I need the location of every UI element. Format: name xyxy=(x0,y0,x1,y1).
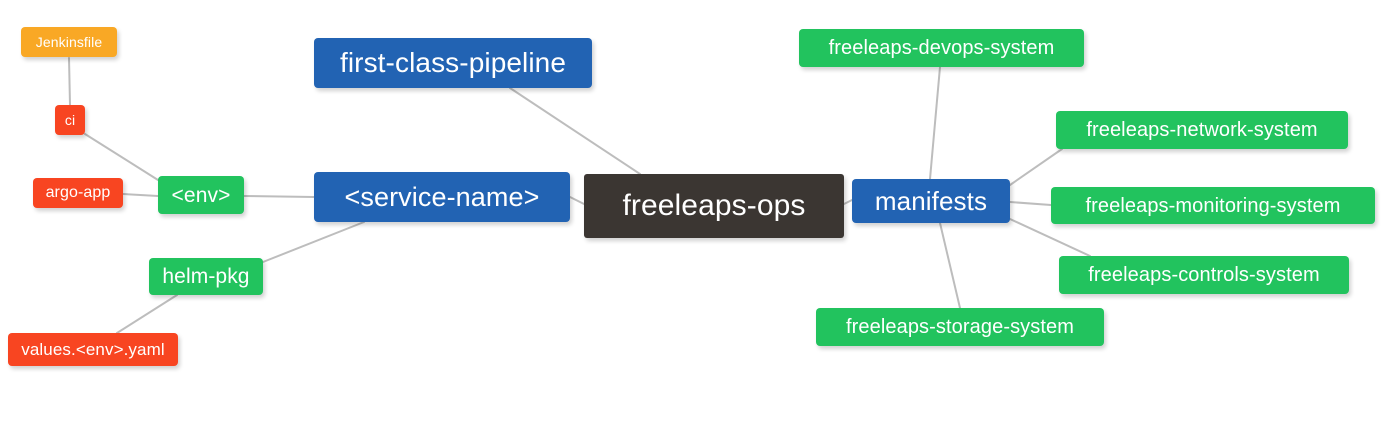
node-ci[interactable]: ci xyxy=(55,105,85,135)
edge-values-env-yaml-to-helm-pkg xyxy=(116,294,178,334)
edge-service-name-to-freeleaps-ops xyxy=(569,196,585,205)
edge-ci-to-env xyxy=(84,133,159,181)
node-freeleaps-monitoring-system[interactable]: freeleaps-monitoring-system xyxy=(1051,187,1375,224)
edge-env-to-service-name xyxy=(243,195,315,198)
node-env[interactable]: <env> xyxy=(158,176,244,214)
node-freeleaps-network-system[interactable]: freeleaps-network-system xyxy=(1056,111,1348,149)
node-freeleaps-ops[interactable]: freeleaps-ops xyxy=(584,174,844,238)
edge-manifests-to-freeleaps-controls-system xyxy=(1009,218,1091,257)
node-values-env-yaml[interactable]: values.<env>.yaml xyxy=(8,333,178,366)
edge-first-class-pipeline-to-freeleaps-ops xyxy=(509,87,641,175)
edge-jenkinsfile-to-ci xyxy=(68,57,71,106)
edge-manifests-to-freeleaps-devops-system xyxy=(929,66,941,180)
edge-freeleaps-ops-to-manifests xyxy=(843,199,853,205)
node-service-name[interactable]: <service-name> xyxy=(314,172,570,222)
node-manifests[interactable]: manifests xyxy=(852,179,1010,223)
node-first-class-pipeline[interactable]: first-class-pipeline xyxy=(314,38,592,88)
node-jenkinsfile[interactable]: Jenkinsfile xyxy=(21,27,117,57)
edge-helm-pkg-to-service-name xyxy=(262,221,365,263)
edge-manifests-to-freeleaps-monitoring-system xyxy=(1009,201,1052,206)
edge-manifests-to-freeleaps-network-system xyxy=(1009,148,1063,186)
node-freeleaps-controls-system[interactable]: freeleaps-controls-system xyxy=(1059,256,1349,294)
node-freeleaps-storage-system[interactable]: freeleaps-storage-system xyxy=(816,308,1104,346)
node-freeleaps-devops-system[interactable]: freeleaps-devops-system xyxy=(799,29,1084,67)
edge-manifests-to-freeleaps-storage-system xyxy=(939,222,961,309)
edge-argo-app-to-env xyxy=(122,193,159,197)
node-argo-app[interactable]: argo-app xyxy=(33,178,123,208)
node-helm-pkg[interactable]: helm-pkg xyxy=(149,258,263,295)
